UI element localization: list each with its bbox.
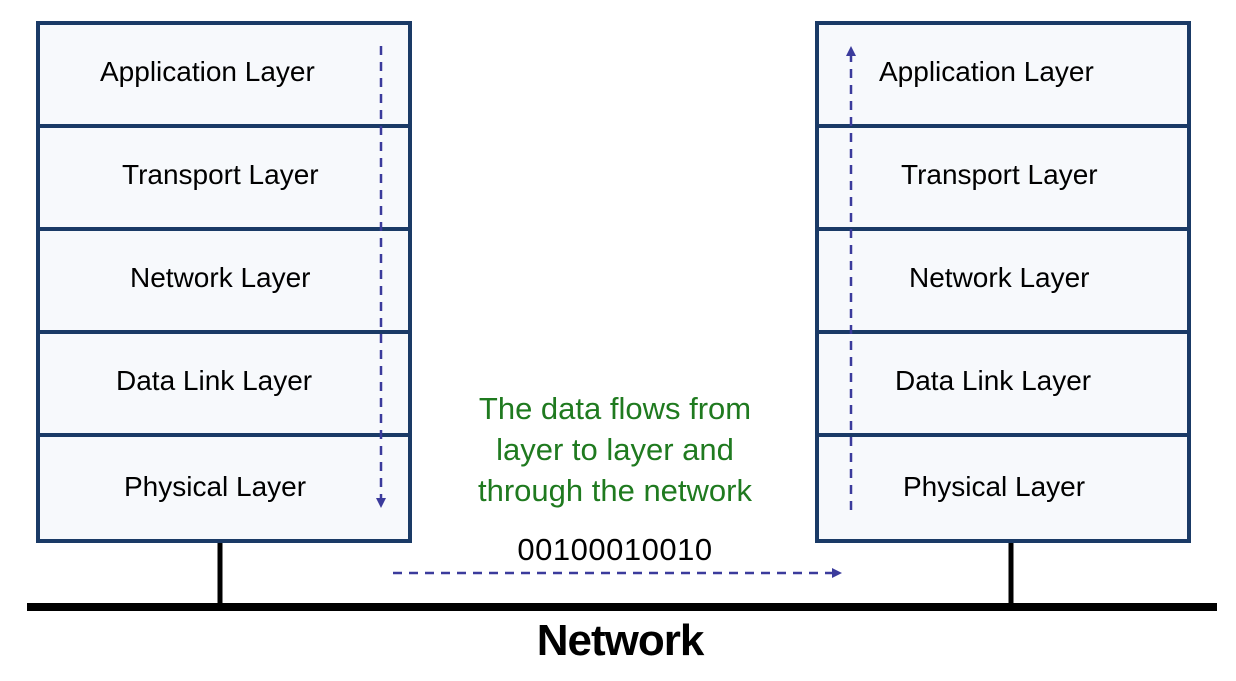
layer-label: Network Layer bbox=[130, 261, 311, 293]
right-data-link-layer: Data Link Layer bbox=[819, 334, 1187, 437]
caption-line: The data flows from bbox=[478, 391, 752, 426]
right-application-layer: Application Layer bbox=[819, 25, 1187, 128]
right-protocol-stack: Application Layer Transport Layer Networ… bbox=[815, 21, 1191, 543]
layer-label: Data Link Layer bbox=[116, 364, 313, 396]
caption-line: through the network bbox=[477, 473, 752, 508]
layer-label: Physical Layer bbox=[124, 470, 307, 502]
left-data-link-layer: Data Link Layer bbox=[40, 334, 408, 437]
layer-label: Physical Layer bbox=[903, 470, 1086, 502]
bit-stream: 00100010010 bbox=[517, 532, 713, 567]
layer-label: Data Link Layer bbox=[895, 364, 1092, 396]
right-physical-layer: Physical Layer bbox=[819, 437, 1187, 543]
left-transport-layer: Transport Layer bbox=[40, 128, 408, 231]
flow-caption: The data flows from layer to layer and t… bbox=[440, 388, 790, 511]
right-transport-layer: Transport Layer bbox=[819, 128, 1187, 231]
left-network-layer: Network Layer bbox=[40, 231, 408, 334]
left-physical-layer: Physical Layer bbox=[40, 437, 408, 543]
layer-label: Network Layer bbox=[909, 261, 1090, 293]
layer-label: Transport Layer bbox=[122, 158, 319, 190]
layer-label: Application Layer bbox=[879, 55, 1094, 87]
layer-label: Application Layer bbox=[100, 55, 315, 87]
network-label: Network bbox=[536, 616, 705, 665]
right-network-layer: Network Layer bbox=[819, 231, 1187, 334]
caption-line: layer to layer and bbox=[496, 432, 734, 467]
layer-label: Transport Layer bbox=[901, 158, 1098, 190]
left-protocol-stack: Application Layer Transport Layer Networ… bbox=[36, 21, 412, 543]
left-application-layer: Application Layer bbox=[40, 25, 408, 128]
